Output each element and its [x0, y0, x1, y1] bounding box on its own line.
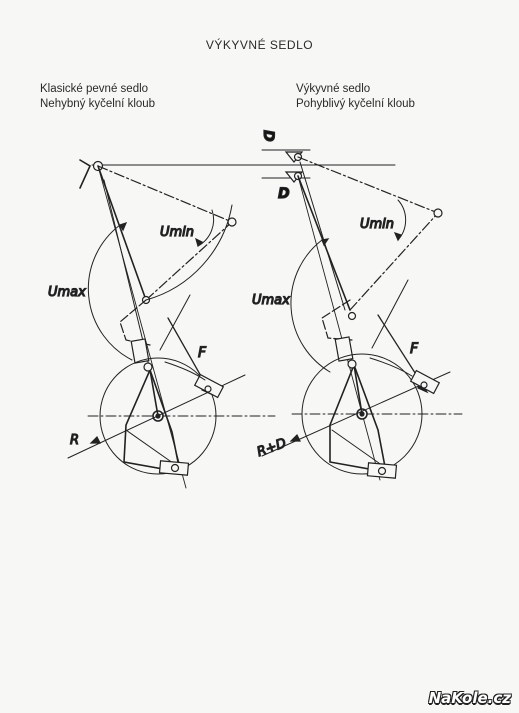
left-radius-label: R — [70, 433, 79, 448]
right-knee-block — [334, 336, 354, 362]
right-force-guide — [371, 279, 409, 349]
right-shin-upper — [353, 364, 363, 415]
right-umax-label: Umax — [252, 293, 290, 308]
right-offset-label-bottom: D — [278, 186, 290, 202]
right-caption-line-2: Pohyblivý kyčelní kloub — [296, 98, 415, 110]
right-offset-label-top: D — [260, 130, 276, 142]
left-radius-arrow — [89, 435, 101, 444]
right-umin-label: Umin — [360, 217, 394, 232]
left-caption-line-2: Nehybný kyčelní kloub — [40, 98, 156, 110]
right-caption-line-1: Výkyvné sedlo — [296, 83, 371, 95]
right-pedal-axle — [377, 466, 387, 476]
left-umin-line-bottom — [145, 221, 233, 301]
left-force-label: F — [198, 345, 207, 361]
right-seat-tube — [297, 175, 381, 481]
left-umin-arrow — [195, 237, 204, 248]
left-knee-arc-outer — [145, 204, 233, 301]
right-radius-arrow — [289, 433, 301, 442]
left-ankle-joint — [143, 362, 153, 372]
left-force-pivot — [204, 385, 212, 393]
left-umax-label: Umax — [48, 285, 86, 300]
right-foot-outline — [329, 364, 388, 473]
left-seat-tube — [97, 165, 187, 489]
right-knee-max — [433, 208, 443, 218]
left-saddle — [79, 159, 92, 189]
right-umin-arrow — [393, 232, 402, 242]
left-caption: Klasické pevné sedlo Nehybný kyčelní klo… — [40, 82, 155, 112]
right-knee-joint — [347, 311, 357, 321]
left-pedal-axle — [170, 463, 180, 473]
right-figure — [261, 149, 463, 481]
left-figure — [67, 159, 276, 489]
left-knee-max — [227, 217, 237, 227]
left-caption-line-1: Klasické pevné sedlo — [40, 83, 149, 95]
right-umin-line-top — [297, 156, 439, 214]
left-umax-arrow-top — [119, 222, 128, 232]
right-umax-arrow-top — [321, 238, 330, 247]
right-force-curve — [369, 357, 413, 377]
left-umin-label: Umin — [160, 225, 194, 240]
left-shin-upper — [149, 369, 159, 417]
right-caption: Výkyvné sedlo Pohyblivý kyčelní kloub — [296, 82, 415, 112]
left-foot-outline — [123, 369, 182, 473]
right-force-label: F — [410, 341, 419, 357]
left-force-curve — [164, 361, 206, 381]
right-force-pivot — [420, 381, 428, 389]
left-umin-arc — [197, 209, 215, 247]
right-umax-arc — [290, 239, 331, 373]
left-knee-block — [130, 338, 150, 364]
diagram-title: VÝKYVNÉ SEDLO — [205, 38, 314, 52]
left-umax-arc — [87, 224, 133, 361]
left-force-guide — [159, 294, 191, 351]
right-umin-line-bottom — [349, 212, 439, 311]
left-umin-line-top — [97, 165, 233, 223]
watermark-logo: NaKole.cz — [428, 689, 511, 707]
right-leg-axis — [299, 161, 346, 311]
right-foot-diagonal — [331, 429, 387, 469]
right-ankle-joint — [347, 359, 357, 369]
right-radius-label: R+D — [255, 436, 288, 460]
left-leg-axis — [103, 179, 151, 371]
